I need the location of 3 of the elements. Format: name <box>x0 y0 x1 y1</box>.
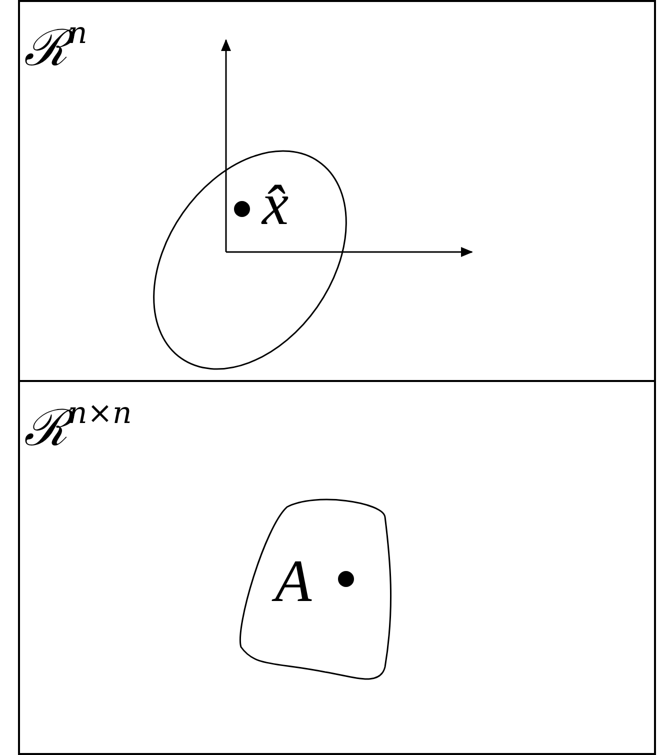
panel <box>18 0 656 382</box>
point-label: x̂ <box>262 172 289 236</box>
panel <box>18 380 656 755</box>
